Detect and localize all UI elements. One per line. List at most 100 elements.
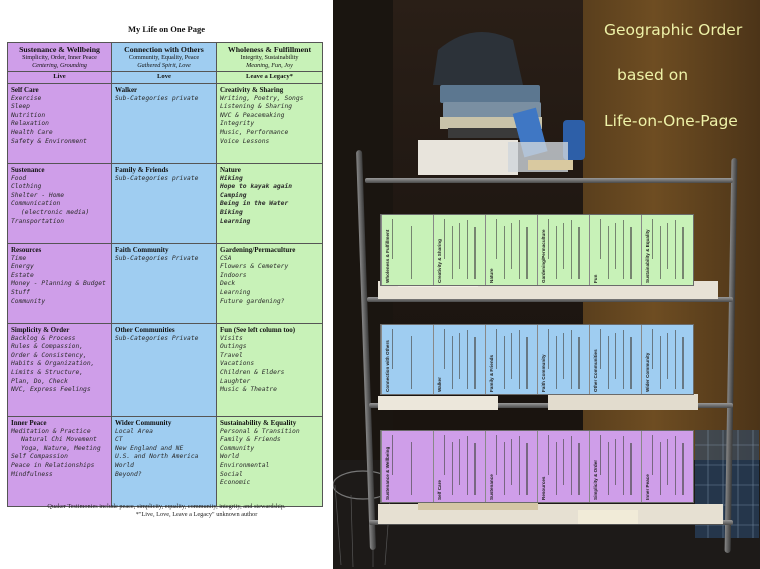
category-item: Travel xyxy=(220,351,243,359)
category-item: Peace in Relationships xyxy=(11,462,95,470)
category-item: Shelter - Home xyxy=(11,191,65,199)
strip-column-label: Sustenance xyxy=(489,474,494,500)
category-title: Fun (See left column too) xyxy=(220,325,296,334)
category-item: NVC & Peacemaking xyxy=(220,111,285,119)
category-item: World xyxy=(115,462,134,470)
category-item: Community xyxy=(11,297,46,305)
category-item: Exercise xyxy=(11,94,42,102)
category-item: Limits & Structure, xyxy=(11,369,84,377)
strip-column-label: Self Care xyxy=(437,480,442,500)
category-title: Wider Community xyxy=(115,418,172,427)
category-title: Faith Community xyxy=(115,245,169,254)
strip-column: Other Communities xyxy=(589,325,642,394)
category-item: Social xyxy=(220,470,243,478)
category-item: Outings xyxy=(220,343,247,351)
category-item: Writing, Poetry, Songs xyxy=(220,94,304,102)
category-title: Resources xyxy=(11,245,42,254)
category-item: Future gardening? xyxy=(220,297,285,305)
strip-column-label: Walker xyxy=(437,377,442,392)
strip-column-label: Connection with Others xyxy=(385,340,390,392)
strip-column-label: Family & Friends xyxy=(489,354,494,392)
category-title: Self Care xyxy=(11,85,39,94)
strip-column: Wider Community xyxy=(641,325,693,394)
caption-line-1: Geographic Order xyxy=(604,21,743,39)
column-title: Connection with Others xyxy=(124,45,204,54)
category-item: Estate xyxy=(11,271,34,279)
strip-column-label: Faith Community xyxy=(541,354,546,392)
category-item: Learning xyxy=(220,217,251,225)
strip-column: Faith Community xyxy=(537,325,590,394)
category-item: Relaxation xyxy=(11,120,49,128)
top-shelf-items xyxy=(418,32,585,175)
category-item: Plan, Do, Check xyxy=(11,377,68,385)
category-item: Children & Elders xyxy=(220,369,285,377)
category-item: Sleep xyxy=(11,103,30,111)
category-title: Gardening/Permaculture xyxy=(220,245,296,254)
category-item: Habits & Organization, xyxy=(11,360,95,368)
category-item: Clothing xyxy=(11,183,42,191)
strip-column-label: Nature xyxy=(489,268,494,283)
strip-column-label: Simplicity & Order xyxy=(593,459,598,500)
category-item: Energy xyxy=(11,263,34,271)
shelf-papers-3 xyxy=(378,500,723,524)
category-item: CT xyxy=(115,436,123,444)
category-item: Music & Theatre xyxy=(220,386,277,394)
strip-column: Simplicity & Order xyxy=(589,431,642,502)
category-item: Local Area xyxy=(115,427,153,435)
strip-column: Walker xyxy=(433,325,486,394)
column-band-label: Live xyxy=(7,71,112,84)
category-item: U.S. and North America xyxy=(115,453,199,461)
footnote-testimonies: Quaker Testimonies include peace, simpli… xyxy=(47,503,286,510)
strip-column-label: Resources xyxy=(541,476,546,501)
shelf-top xyxy=(365,178,733,183)
category-title: Family & Friends xyxy=(115,165,169,174)
category-item: Integrity xyxy=(220,120,255,128)
category-item: Stuff xyxy=(11,289,30,297)
strip-column-label: Sustainability & Equality xyxy=(645,229,650,283)
category-item: Family & Friends xyxy=(220,436,281,444)
category-item: (electronic media) xyxy=(21,209,90,217)
strip-column: Sustenance & Wellbeing xyxy=(381,431,434,502)
category-title: Inner Peace xyxy=(11,418,47,427)
strip-column: Family & Friends xyxy=(485,325,538,394)
category-item: Biking xyxy=(220,209,243,217)
category-item: World xyxy=(220,453,239,461)
category-item: Personal & Transition xyxy=(220,427,300,435)
category-title: Walker xyxy=(115,85,138,94)
category-item: Rules & Compassion, xyxy=(11,343,84,351)
strip-column-label: Fun xyxy=(593,274,598,283)
category-item: Listening & Sharing xyxy=(220,103,293,111)
category-item: Yoga, Nature, Meeting xyxy=(21,444,101,452)
life-on-one-page-document: My Life on One Page Sustenance & Wellbei… xyxy=(0,0,333,569)
basket xyxy=(333,470,393,568)
strip-column: Self Care xyxy=(433,431,486,502)
category-item: Communication xyxy=(11,200,61,208)
category-item: Food xyxy=(11,174,27,182)
strip-column: Inner Peace xyxy=(641,431,693,502)
category-item: Deck xyxy=(220,280,236,288)
category-item: Beyond? xyxy=(115,470,142,478)
strip-column: Gardening/Permaculture xyxy=(537,215,590,285)
category-item: Money - Planning & Budget xyxy=(11,280,106,288)
strip-column: Fun xyxy=(589,215,642,285)
category-item: Nutrition xyxy=(11,111,46,119)
